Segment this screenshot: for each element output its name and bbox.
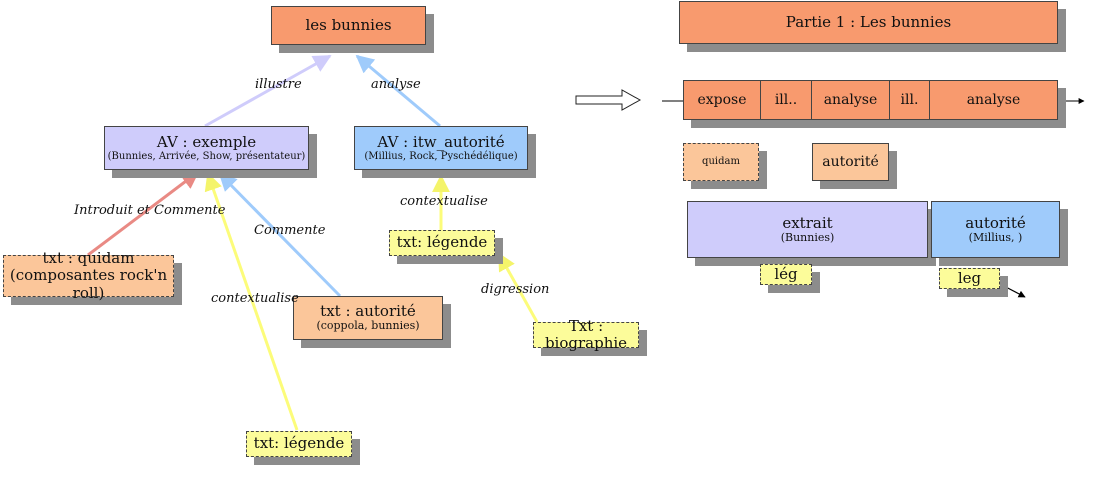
edge-label-analyse: analyse [371, 77, 421, 92]
segment-analyse-1-label: analyse [823, 92, 878, 108]
autorite-small-block-title: autorité [822, 153, 879, 170]
txt-quidam-node[interactable]: txt : quidam (composantes rock'n roll) [3, 249, 174, 301]
timeline-segments: expose ill.. analyse ill. analyse [683, 80, 1058, 120]
autorite-small-block[interactable]: autorité [812, 143, 889, 181]
txt-autorite-title: txt : autorité [320, 302, 416, 321]
segment-expose-label: expose [697, 92, 747, 108]
arrow-analyse [355, 54, 441, 128]
arrow-illustre [204, 54, 332, 128]
segment-expose[interactable]: expose [684, 81, 761, 119]
autorite-big-block-title: autorité [965, 213, 1026, 232]
arrow-commente [218, 172, 342, 298]
segment-ill-1[interactable]: ill.. [761, 81, 812, 119]
arrow-contextualise-left [204, 172, 299, 431]
extrait-block-title: extrait [782, 213, 833, 232]
av-exemple-subtitle: (Bunnies, Arrivée, Show, présentateur) [107, 150, 306, 162]
segment-ill-1-label: ill.. [774, 92, 798, 108]
txt-autorite-subtitle: (coppola, bunnies) [316, 319, 420, 333]
root-node-title: les bunnies [305, 15, 392, 34]
edge-label-illustre: illustre [255, 77, 302, 92]
extrait-block[interactable]: extrait (Bunnies) [687, 201, 928, 258]
quidam-block[interactable]: quidam [683, 143, 759, 181]
part-header-title: Partie 1 : Les bunnies [785, 12, 952, 31]
edge-label-commente: Commente [254, 223, 326, 238]
leg-block-1[interactable]: lég [760, 264, 812, 285]
edge-label-contextualise-right: contextualise [400, 194, 488, 209]
segment-analyse-2-label: analyse [966, 92, 1021, 108]
root-node[interactable]: les bunnies [271, 6, 426, 45]
arrow-introduit [87, 170, 200, 257]
edge-label-introduit: Introduit et Commente [74, 203, 226, 218]
av-exemple-title: AV : exemple [156, 132, 257, 151]
autorite-big-block-subtitle: (Millius, ) [968, 230, 1023, 244]
segment-analyse-2[interactable]: analyse [930, 81, 1057, 119]
leg-block-2[interactable]: leg [939, 268, 1000, 289]
av-itw-node[interactable]: AV : itw_autorité (Millius, Rock, Pysché… [354, 126, 528, 170]
autorite-big-block[interactable]: autorité (Millius, ) [931, 201, 1060, 258]
segment-analyse-1[interactable]: analyse [812, 81, 890, 119]
transition-arrow [575, 89, 642, 111]
txt-biographie-node[interactable]: Txt : biographie [533, 317, 639, 352]
av-exemple-node[interactable]: AV : exemple (Bunnies, Arrivée, Show, pr… [104, 126, 309, 170]
segment-ill-2-label: ill. [900, 92, 919, 108]
extrait-block-subtitle: (Bunnies) [780, 230, 835, 244]
txt-legende-top-title: txt: légende [396, 233, 488, 252]
part-header[interactable]: Partie 1 : Les bunnies [679, 1, 1058, 44]
txt-legende-bottom-title: txt: légende [253, 434, 345, 453]
leg-arrow [999, 283, 1026, 298]
quidam-block-title: quidam [702, 156, 740, 168]
txt-legende-top-node[interactable]: txt: légende [389, 230, 495, 256]
txt-biographie-title: Txt : biographie [544, 316, 628, 352]
edge-label-contextualise-left: contextualise [211, 291, 299, 306]
txt-legende-bottom-node[interactable]: txt: légende [246, 431, 352, 457]
segment-ill-2[interactable]: ill. [890, 81, 930, 119]
arrow-digression [497, 252, 539, 323]
av-itw-subtitle: (Millius, Rock, Pyschédélique) [364, 150, 518, 162]
leg-block-1-title: lég [774, 264, 798, 283]
txt-autorite-node[interactable]: txt : autorité (coppola, bunnies) [293, 296, 443, 340]
txt-quidam-line1: txt : quidam [42, 249, 135, 268]
txt-quidam-line2: (composantes rock'n roll) [9, 266, 168, 302]
edge-label-digression: digression [481, 282, 550, 297]
av-itw-title: AV : itw_autorité [377, 132, 505, 151]
leg-block-2-title: leg [957, 268, 982, 287]
